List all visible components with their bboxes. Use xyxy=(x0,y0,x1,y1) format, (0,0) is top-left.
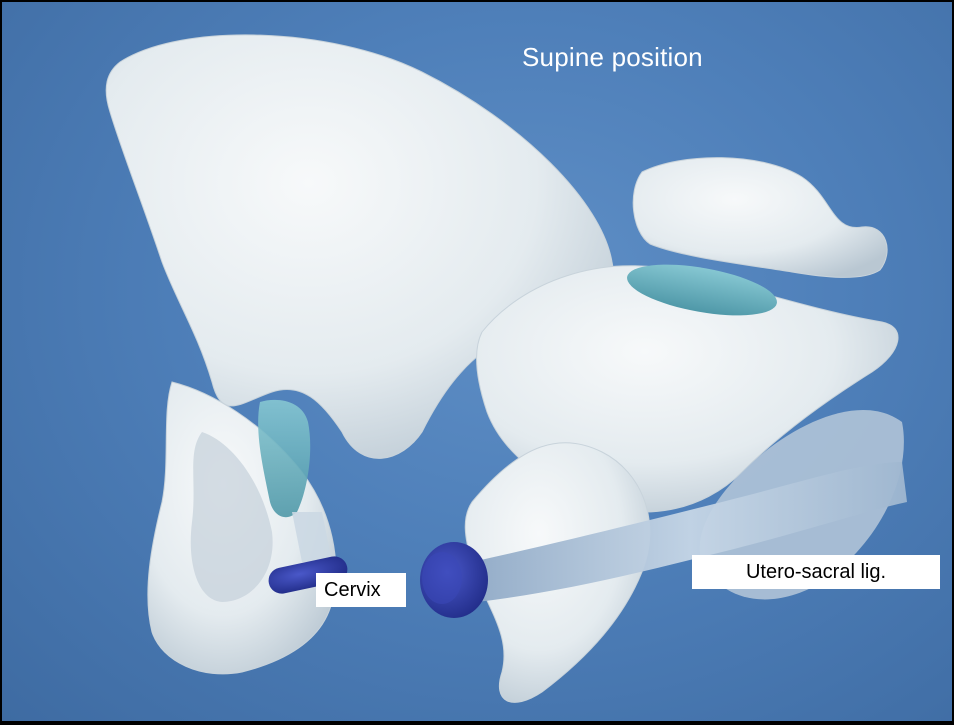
view-title: Supine position xyxy=(522,42,703,73)
cervix-label: Cervix xyxy=(316,573,406,607)
vertebra xyxy=(633,158,887,278)
cervix-head-face xyxy=(422,552,462,604)
utero-sacral-ligament-label: Utero-sacral lig. xyxy=(692,555,940,589)
